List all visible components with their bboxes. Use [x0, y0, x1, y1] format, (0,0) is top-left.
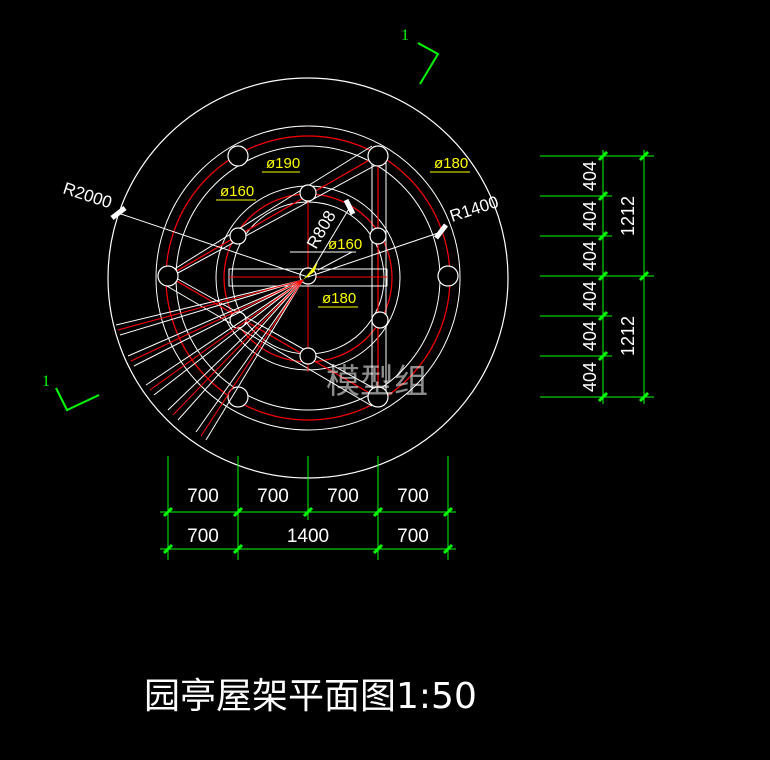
dim-row2-2: 1400	[287, 526, 329, 547]
horizontal-dim-text: 700 700 700 700 700 1400 700	[187, 486, 429, 547]
rafter-centerline	[117, 279, 304, 331]
column-inner-top	[299, 184, 317, 202]
tick	[597, 230, 609, 242]
tick	[442, 543, 454, 555]
dim-row2-3: 700	[397, 526, 429, 547]
r1400-leader	[307, 231, 442, 278]
rafter-line	[205, 279, 304, 441]
tick	[302, 506, 314, 518]
d160-leader	[317, 251, 353, 271]
tick	[372, 506, 384, 518]
tick	[232, 506, 244, 518]
column-outer-top-left	[227, 145, 249, 167]
truss-white-lower	[159, 281, 373, 407]
radius-ticks	[110, 198, 448, 240]
rafter-line	[119, 279, 304, 336]
rafter-centerline	[149, 279, 304, 391]
tick	[597, 350, 609, 362]
column-inner-lower-right	[371, 311, 389, 329]
vertical-ticks	[597, 150, 650, 403]
section-number-bottom: 1	[42, 373, 50, 390]
tick	[597, 190, 609, 202]
column-inner-bottom	[299, 347, 317, 365]
d160-left-label: ø160	[220, 183, 254, 200]
rafter-line	[153, 279, 304, 396]
vdim-col1-6: 404	[580, 362, 600, 392]
truss-white-lower-2	[175, 277, 385, 395]
d180-right-label: ø180	[434, 155, 468, 172]
vdim-col1-3: 404	[580, 241, 600, 271]
vdim-col1-2: 404	[580, 201, 600, 231]
radius-leaders	[117, 206, 442, 278]
dim-row1-1: 700	[187, 486, 219, 507]
truss-white-outer-2	[175, 159, 386, 275]
section-number-top: 1	[401, 27, 409, 44]
tick	[638, 391, 650, 403]
vdim-col1-4: 404	[580, 281, 600, 311]
section-arrow-top	[417, 42, 440, 85]
triangle-truss	[159, 145, 388, 407]
rafter-line	[133, 279, 304, 367]
rafter-centerline	[130, 279, 304, 362]
column-outer-top-right	[367, 145, 389, 167]
r808-tick	[343, 198, 356, 216]
drawing-title: 园亭屋架平面图1:50	[144, 676, 477, 717]
rafter-line	[145, 279, 304, 386]
tick	[597, 391, 609, 403]
rafter-line	[127, 279, 304, 357]
tick	[638, 270, 650, 282]
section-marker-top: 1	[401, 27, 440, 85]
column-inner-upper-left	[229, 227, 247, 245]
dim-row2-1: 700	[187, 526, 219, 547]
dim-row1-3: 700	[327, 486, 359, 507]
radial-rafters-red	[117, 279, 304, 437]
r2000-tick	[110, 206, 127, 220]
rafter-line	[167, 279, 304, 411]
vdim-col2-2: 1212	[618, 316, 638, 356]
rafter-line	[195, 279, 304, 433]
section-marker-bottom: 1	[42, 373, 100, 412]
tick	[597, 270, 609, 282]
vdim-col1-1: 404	[580, 161, 600, 191]
horizontal-ticks	[162, 506, 454, 555]
vdim-col2-1: 1212	[618, 196, 638, 236]
d160-center-label: ø160	[328, 236, 362, 253]
d190-label: ø190	[266, 155, 300, 172]
tick	[638, 150, 650, 162]
radial-rafters	[115, 279, 304, 441]
eave-ring-outer	[155, 125, 461, 431]
watermark: 模型组	[326, 362, 428, 402]
center-marker	[303, 262, 318, 280]
rafter-centerline	[172, 279, 304, 416]
vdim-col1-5: 404	[580, 321, 600, 351]
r808-leader	[307, 206, 351, 278]
vertical-dim-text: 404 404 404 404 404 404 1212 1212	[580, 161, 638, 392]
columns	[157, 145, 459, 408]
rafter-centerline	[200, 279, 304, 437]
tick	[372, 543, 384, 555]
tick	[597, 150, 609, 162]
section-arrow-bottom	[55, 387, 100, 412]
horizontal-dimensions	[160, 456, 456, 560]
tick	[162, 543, 174, 555]
column-inner-upper-right	[369, 227, 387, 245]
d180-center-label: ø180	[322, 290, 356, 307]
dim-row1-2: 700	[257, 486, 289, 507]
r1400-tick	[434, 223, 448, 240]
truss-white-outer	[159, 145, 373, 279]
rafter-line	[177, 279, 304, 421]
column-outer-bottom-right	[367, 386, 389, 408]
r2000-leader	[117, 212, 309, 278]
column-outer-right	[437, 265, 459, 287]
dim-row1-4: 700	[397, 486, 429, 507]
rafter-line	[115, 279, 304, 326]
tick	[597, 310, 609, 322]
tick	[162, 506, 174, 518]
tick	[442, 506, 454, 518]
column-outer-left	[157, 265, 179, 287]
tick	[232, 543, 244, 555]
